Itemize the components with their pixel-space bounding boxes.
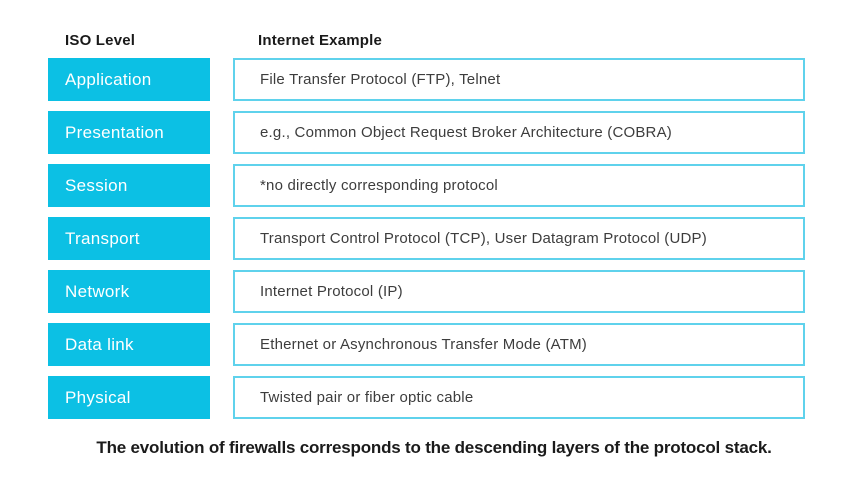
- internet-example-cell: Twisted pair or fiber optic cable: [233, 376, 805, 419]
- iso-level-cell: Network: [48, 270, 210, 313]
- internet-example-cell: File Transfer Protocol (FTP), Telnet: [233, 58, 805, 101]
- table-row: Physical Twisted pair or fiber optic cab…: [48, 376, 805, 419]
- iso-level-cell: Transport: [48, 217, 210, 260]
- internet-example-cell: *no directly corresponding protocol: [233, 164, 805, 207]
- column-gap: [210, 58, 233, 101]
- iso-level-cell: Session: [48, 164, 210, 207]
- column-gap: [210, 164, 233, 207]
- internet-example-cell: Ethernet or Asynchronous Transfer Mode (…: [233, 323, 805, 366]
- table-row: Application File Transfer Protocol (FTP)…: [48, 58, 805, 101]
- iso-level-cell: Data link: [48, 323, 210, 366]
- iso-level-cell: Presentation: [48, 111, 210, 154]
- table-row: Transport Transport Control Protocol (TC…: [48, 217, 805, 260]
- internet-example-cell: e.g., Common Object Request Broker Archi…: [233, 111, 805, 154]
- column-gap: [210, 217, 233, 260]
- column-gap: [210, 270, 233, 313]
- iso-level-cell: Physical: [48, 376, 210, 419]
- internet-example-header: Internet Example: [258, 32, 383, 49]
- table-row: Presentation e.g., Common Object Request…: [48, 111, 805, 154]
- iso-level-header: ISO Level: [65, 32, 136, 49]
- column-gap: [210, 376, 233, 419]
- column-headers: ISO Level Internet Example: [0, 32, 868, 54]
- column-gap: [210, 111, 233, 154]
- column-gap: [210, 323, 233, 366]
- table-row: Network Internet Protocol (IP): [48, 270, 805, 313]
- table-row: Session *no directly corresponding proto…: [48, 164, 805, 207]
- iso-level-cell: Application: [48, 58, 210, 101]
- layer-rows: Application File Transfer Protocol (FTP)…: [48, 58, 805, 429]
- internet-example-cell: Transport Control Protocol (TCP), User D…: [233, 217, 805, 260]
- table-row: Data link Ethernet or Asynchronous Trans…: [48, 323, 805, 366]
- internet-example-cell: Internet Protocol (IP): [233, 270, 805, 313]
- diagram-caption: The evolution of firewalls corresponds t…: [96, 438, 772, 457]
